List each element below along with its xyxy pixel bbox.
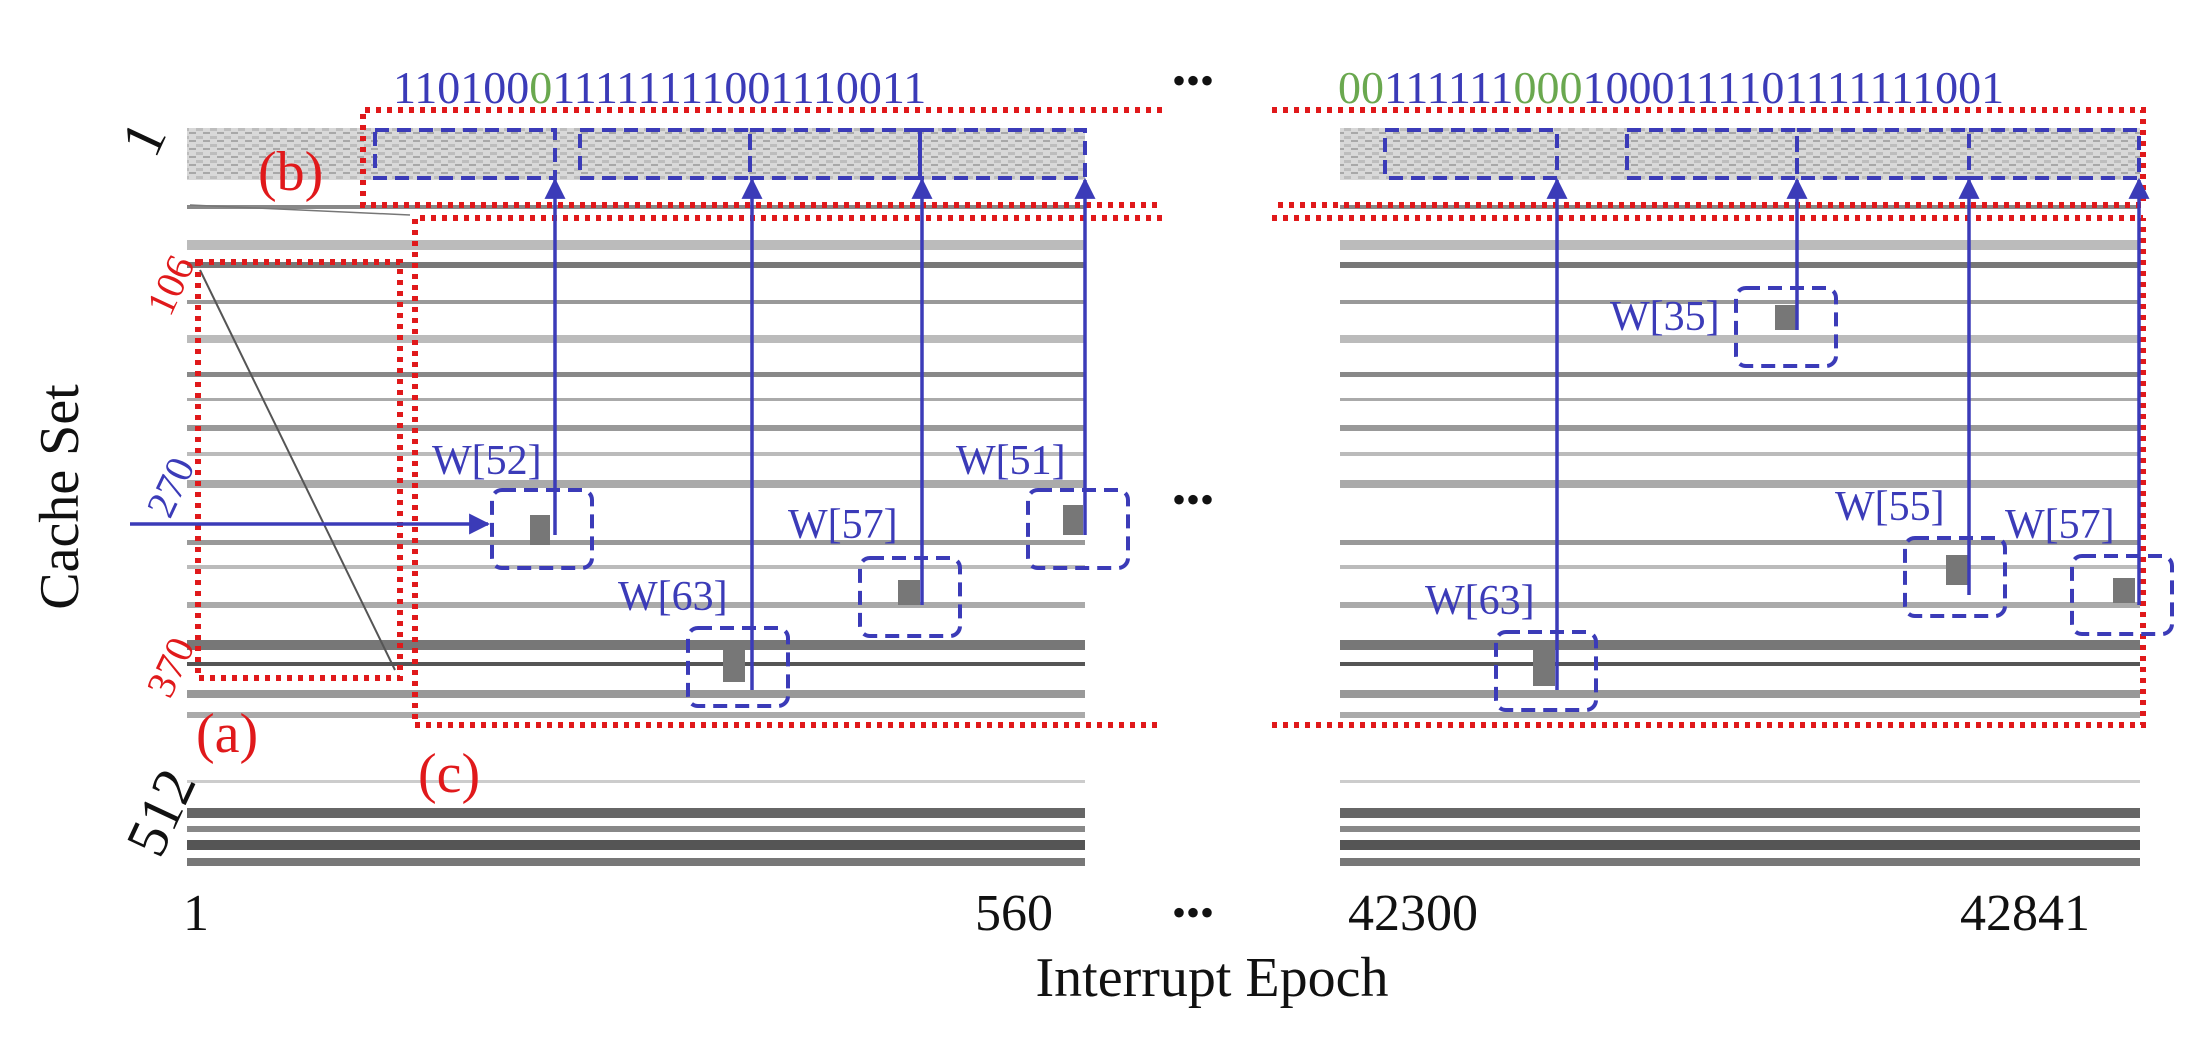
heatmap-stripe xyxy=(1340,565,2140,569)
heatmap-stripe xyxy=(1340,840,2140,850)
x-tick-42300: 42300 xyxy=(1348,885,1478,942)
heatmap-stripe xyxy=(187,712,1085,718)
w-label-57-left: W[57] xyxy=(788,502,898,548)
ellipsis-bottom: ••• xyxy=(1172,890,1214,935)
heatmap-stripe xyxy=(187,300,1085,304)
heatmap-stripe xyxy=(187,425,1085,431)
heatmap-stripe xyxy=(1340,858,2140,866)
diagonal-trace-2 xyxy=(189,204,411,216)
heatmap-stripe xyxy=(1340,425,2140,431)
heatmap-stripe xyxy=(1340,452,2140,456)
bitstring-segment: 0 xyxy=(529,62,552,113)
heatmap-stripe xyxy=(1340,372,2140,377)
heatmap-stripe xyxy=(187,826,1085,832)
panel-b-box xyxy=(360,107,2146,221)
activity-blocks xyxy=(530,305,2135,686)
y-tick-1: 1 xyxy=(108,112,179,166)
w-label-57-right: W[57] xyxy=(2005,502,2115,548)
heatmap-stripe xyxy=(187,808,1085,818)
panel-c-label: (c) xyxy=(418,743,480,805)
x-tick-1: 1 xyxy=(183,885,209,942)
bitstring-left: 110100011111111001110011 xyxy=(393,62,926,113)
bitstring-segment: 000 xyxy=(1513,62,1582,113)
ellipsis-top: ••• xyxy=(1172,58,1214,103)
y-axis-label: Cache Set xyxy=(29,384,91,610)
panel-b-label: (b) xyxy=(258,141,323,203)
panel-a-label: (a) xyxy=(196,703,258,765)
heatmap-stripe xyxy=(1340,540,2140,545)
w-label-55: W[55] xyxy=(1835,484,1945,530)
left-heatmap xyxy=(187,205,1085,866)
heatmap-stripe xyxy=(1340,826,2140,832)
heatmap-stripe xyxy=(1340,602,2140,608)
heatmap-stripe xyxy=(1340,300,2140,304)
left-set1-band xyxy=(187,128,1085,180)
heatmap-stripe xyxy=(1340,662,2140,666)
heatmap-stripe xyxy=(187,662,1085,666)
w-arrows xyxy=(544,177,2150,690)
heatmap-stripe xyxy=(187,640,1085,650)
heatmap-stripe xyxy=(187,262,1085,268)
heatmap-stripe xyxy=(1340,808,2140,818)
heatmap-stripe xyxy=(1340,640,2140,650)
x-axis-label: Interrupt Epoch xyxy=(1036,947,1389,1009)
heatmap-stripe xyxy=(187,335,1085,343)
heatmap-stripe xyxy=(187,565,1085,569)
x-tick-560: 560 xyxy=(975,885,1053,942)
y-tick-106: 106 xyxy=(137,248,203,321)
bitstring-segment: 00 xyxy=(1338,62,1384,113)
diagonal-trace xyxy=(199,269,396,671)
heatmap-stripe xyxy=(1340,240,2140,250)
heatmap-stripe xyxy=(1340,398,2140,401)
heatmap-stripe xyxy=(187,602,1085,608)
heatmap-stripe xyxy=(1340,690,2140,698)
bitstring-right: 001111110001000111101111111001 xyxy=(1338,62,2004,113)
panel-a-box xyxy=(195,259,403,681)
y-tick-270: 270 xyxy=(137,450,203,523)
right-set1-band xyxy=(1340,128,2140,180)
heatmap-stripe xyxy=(187,690,1085,698)
heatmap-stripe xyxy=(187,240,1085,250)
heatmap-stripe xyxy=(1340,780,2140,783)
ellipsis-middle: ••• xyxy=(1172,477,1214,522)
heatmap-stripe xyxy=(187,398,1085,401)
w-label-51: W[51] xyxy=(956,438,1066,484)
heatmap-stripe xyxy=(187,780,1085,783)
bitstring-segment: 11111111001110011 xyxy=(552,62,926,113)
set1-bit-boxes-left xyxy=(373,128,1087,180)
heatmap-stripe xyxy=(187,840,1085,850)
bitstring-segment: 1000111101111111001 xyxy=(1582,62,2004,113)
w-label-63-right: W[63] xyxy=(1425,578,1535,624)
bitstring-segment: 110100 xyxy=(393,62,529,113)
heatmap-stripe xyxy=(187,540,1085,545)
heatmap-stripe xyxy=(187,858,1085,866)
panel-c-box xyxy=(412,215,2146,728)
bitstring-segment: 111111 xyxy=(1384,62,1513,113)
heatmap-stripe xyxy=(1340,480,2140,488)
heatmap-stripe xyxy=(187,452,1085,456)
w-label-35: W[35] xyxy=(1610,294,1720,340)
heatmap-stripe xyxy=(1340,712,2140,718)
heatmap-stripe xyxy=(187,372,1085,377)
w-label-52: W[52] xyxy=(432,438,542,484)
x-tick-42841: 42841 xyxy=(1960,885,2090,942)
w-boxes xyxy=(490,286,2174,712)
heatmap-stripe xyxy=(1340,335,2140,343)
heatmap-stripe xyxy=(1340,262,2140,268)
heatmap-stripe xyxy=(187,480,1085,488)
w-label-63-left: W[63] xyxy=(618,574,728,620)
